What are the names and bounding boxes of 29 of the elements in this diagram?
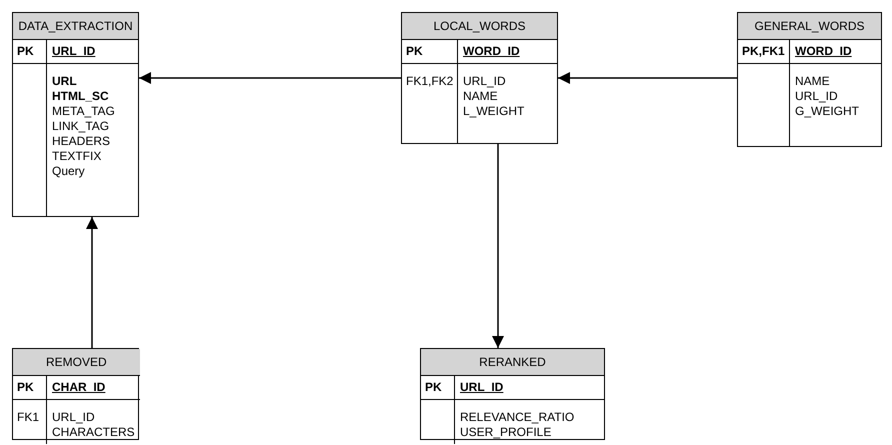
attribute-list: URL_ID CHARACTERS — [52, 404, 135, 440]
key-label: PK — [406, 44, 423, 58]
key-label: PK,FK1 — [742, 44, 785, 58]
key-field: CHAR_ID — [52, 380, 106, 394]
attribute-list: URL HTML_SC META_TAG LINK_TAG HEADERS TEXTFIX Query — [52, 68, 115, 179]
key-label: PK — [17, 380, 34, 394]
attribute-list: URL_ID NAME L_WEIGHT — [463, 68, 524, 119]
attribute-list: RELEVANCE_RATIO USER_PROFILE — [460, 404, 574, 440]
table-title: RERANKED — [479, 355, 546, 369]
arrow — [139, 72, 401, 84]
key-field: URL_ID — [460, 380, 504, 394]
key-label: PK — [17, 44, 34, 58]
entity-table — [12, 12, 139, 217]
entity-table — [737, 12, 882, 147]
arrow — [558, 72, 737, 84]
entity-table — [401, 12, 558, 144]
table-title: REMOVED — [46, 355, 107, 369]
key-field: WORD_ID — [463, 44, 520, 58]
key-field: URL_ID — [52, 44, 96, 58]
arrow — [86, 217, 98, 348]
arrow — [492, 144, 504, 348]
table-title: LOCAL_WORDS — [433, 19, 526, 33]
foreign-key-label: FK1,FK2 — [406, 73, 454, 88]
key-field: WORD_ID — [795, 44, 852, 58]
foreign-key-label: FK1 — [17, 409, 40, 424]
key-label: PK — [425, 380, 442, 394]
table-title: GENERAL_WORDS — [754, 19, 865, 33]
table-title: DATA_EXTRACTION — [18, 19, 133, 33]
attribute-list: NAME URL_ID G_WEIGHT — [795, 68, 859, 119]
